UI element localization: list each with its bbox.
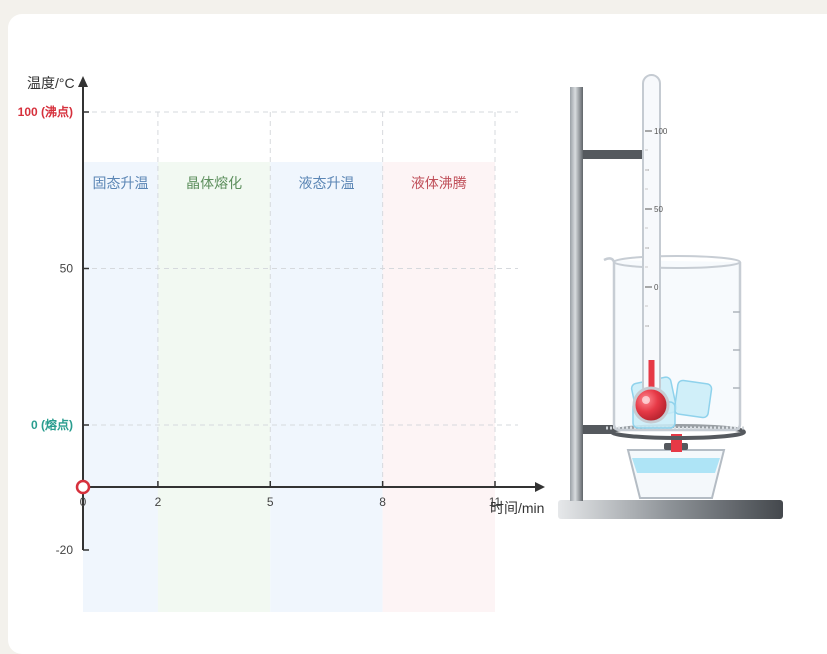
phase-labels: 固态升温 晶体熔化 液态升温 液体沸腾 bbox=[92, 175, 466, 191]
x-tick-label: 11 bbox=[489, 495, 502, 509]
phase-band bbox=[157, 162, 271, 612]
thermometer-tube bbox=[642, 74, 661, 396]
experiment-canvas: 固态升温 晶体熔化 液态升温 液体沸腾 0 2 5 8 11 100 (沸点) 50 0 (熔点)… bbox=[18, 74, 783, 612]
x-tick-label: 8 bbox=[379, 495, 386, 509]
y-tick-label: 0 (熔点) bbox=[31, 417, 73, 432]
thermometer-scale: 100 50 0 bbox=[645, 127, 668, 327]
x-tick-label: 0 bbox=[80, 495, 87, 509]
phase-label: 固态升温 bbox=[92, 175, 148, 191]
phase-label: 晶体熔化 bbox=[186, 175, 242, 191]
x-axis-arrow bbox=[535, 482, 545, 492]
y-axis-arrow bbox=[78, 76, 88, 87]
y-tick-label: 50 bbox=[60, 262, 74, 276]
phase-label: 液体沸腾 bbox=[411, 175, 467, 191]
y-axis-title: 温度/°C bbox=[27, 75, 75, 91]
beaker-rim bbox=[613, 255, 741, 269]
lower-clamp bbox=[583, 425, 613, 434]
burner-fuel bbox=[632, 458, 720, 473]
y-tick-label: -20 bbox=[56, 543, 74, 557]
alcohol-burner bbox=[626, 449, 726, 499]
phase-band bbox=[382, 162, 495, 612]
phase-band bbox=[270, 162, 383, 612]
heating-apparatus: 100 50 0 bbox=[558, 74, 783, 519]
y-tick-label: 100 (沸点) bbox=[18, 104, 73, 119]
ring-support bbox=[610, 424, 746, 440]
bulb-highlight bbox=[642, 396, 650, 404]
thermo-tick-label: 0 bbox=[654, 283, 659, 292]
x-tick-label: 2 bbox=[155, 495, 162, 509]
thermo-tick-label: 50 bbox=[654, 205, 663, 214]
phase-bands bbox=[83, 162, 495, 612]
thermometer-mercury bbox=[648, 360, 655, 400]
upper-clamp bbox=[583, 150, 645, 159]
phase-label: 液态升温 bbox=[298, 175, 354, 191]
stand-pole bbox=[570, 87, 583, 501]
beaker-graduations bbox=[733, 311, 740, 389]
current-state-marker[interactable] bbox=[75, 479, 91, 495]
ice-cube bbox=[673, 379, 713, 419]
stand-base bbox=[558, 500, 783, 519]
phase-band bbox=[83, 162, 158, 612]
thermometer-bulb bbox=[632, 386, 670, 424]
thermo-tick-label: 100 bbox=[654, 127, 668, 136]
x-axis-title: 时间/min bbox=[490, 500, 544, 516]
grid-lines bbox=[83, 111, 518, 487]
temperature-time-chart: 固态升温 晶体熔化 液态升温 液体沸腾 0 2 5 8 11 100 (沸点) 50 0 (熔点)… bbox=[18, 75, 545, 612]
y-ticks: 100 (沸点) 50 0 (熔点) -20 bbox=[18, 104, 89, 557]
x-tick-label: 5 bbox=[267, 495, 274, 509]
x-ticks: 0 2 5 8 11 bbox=[80, 481, 502, 509]
burner-wick bbox=[671, 434, 682, 452]
